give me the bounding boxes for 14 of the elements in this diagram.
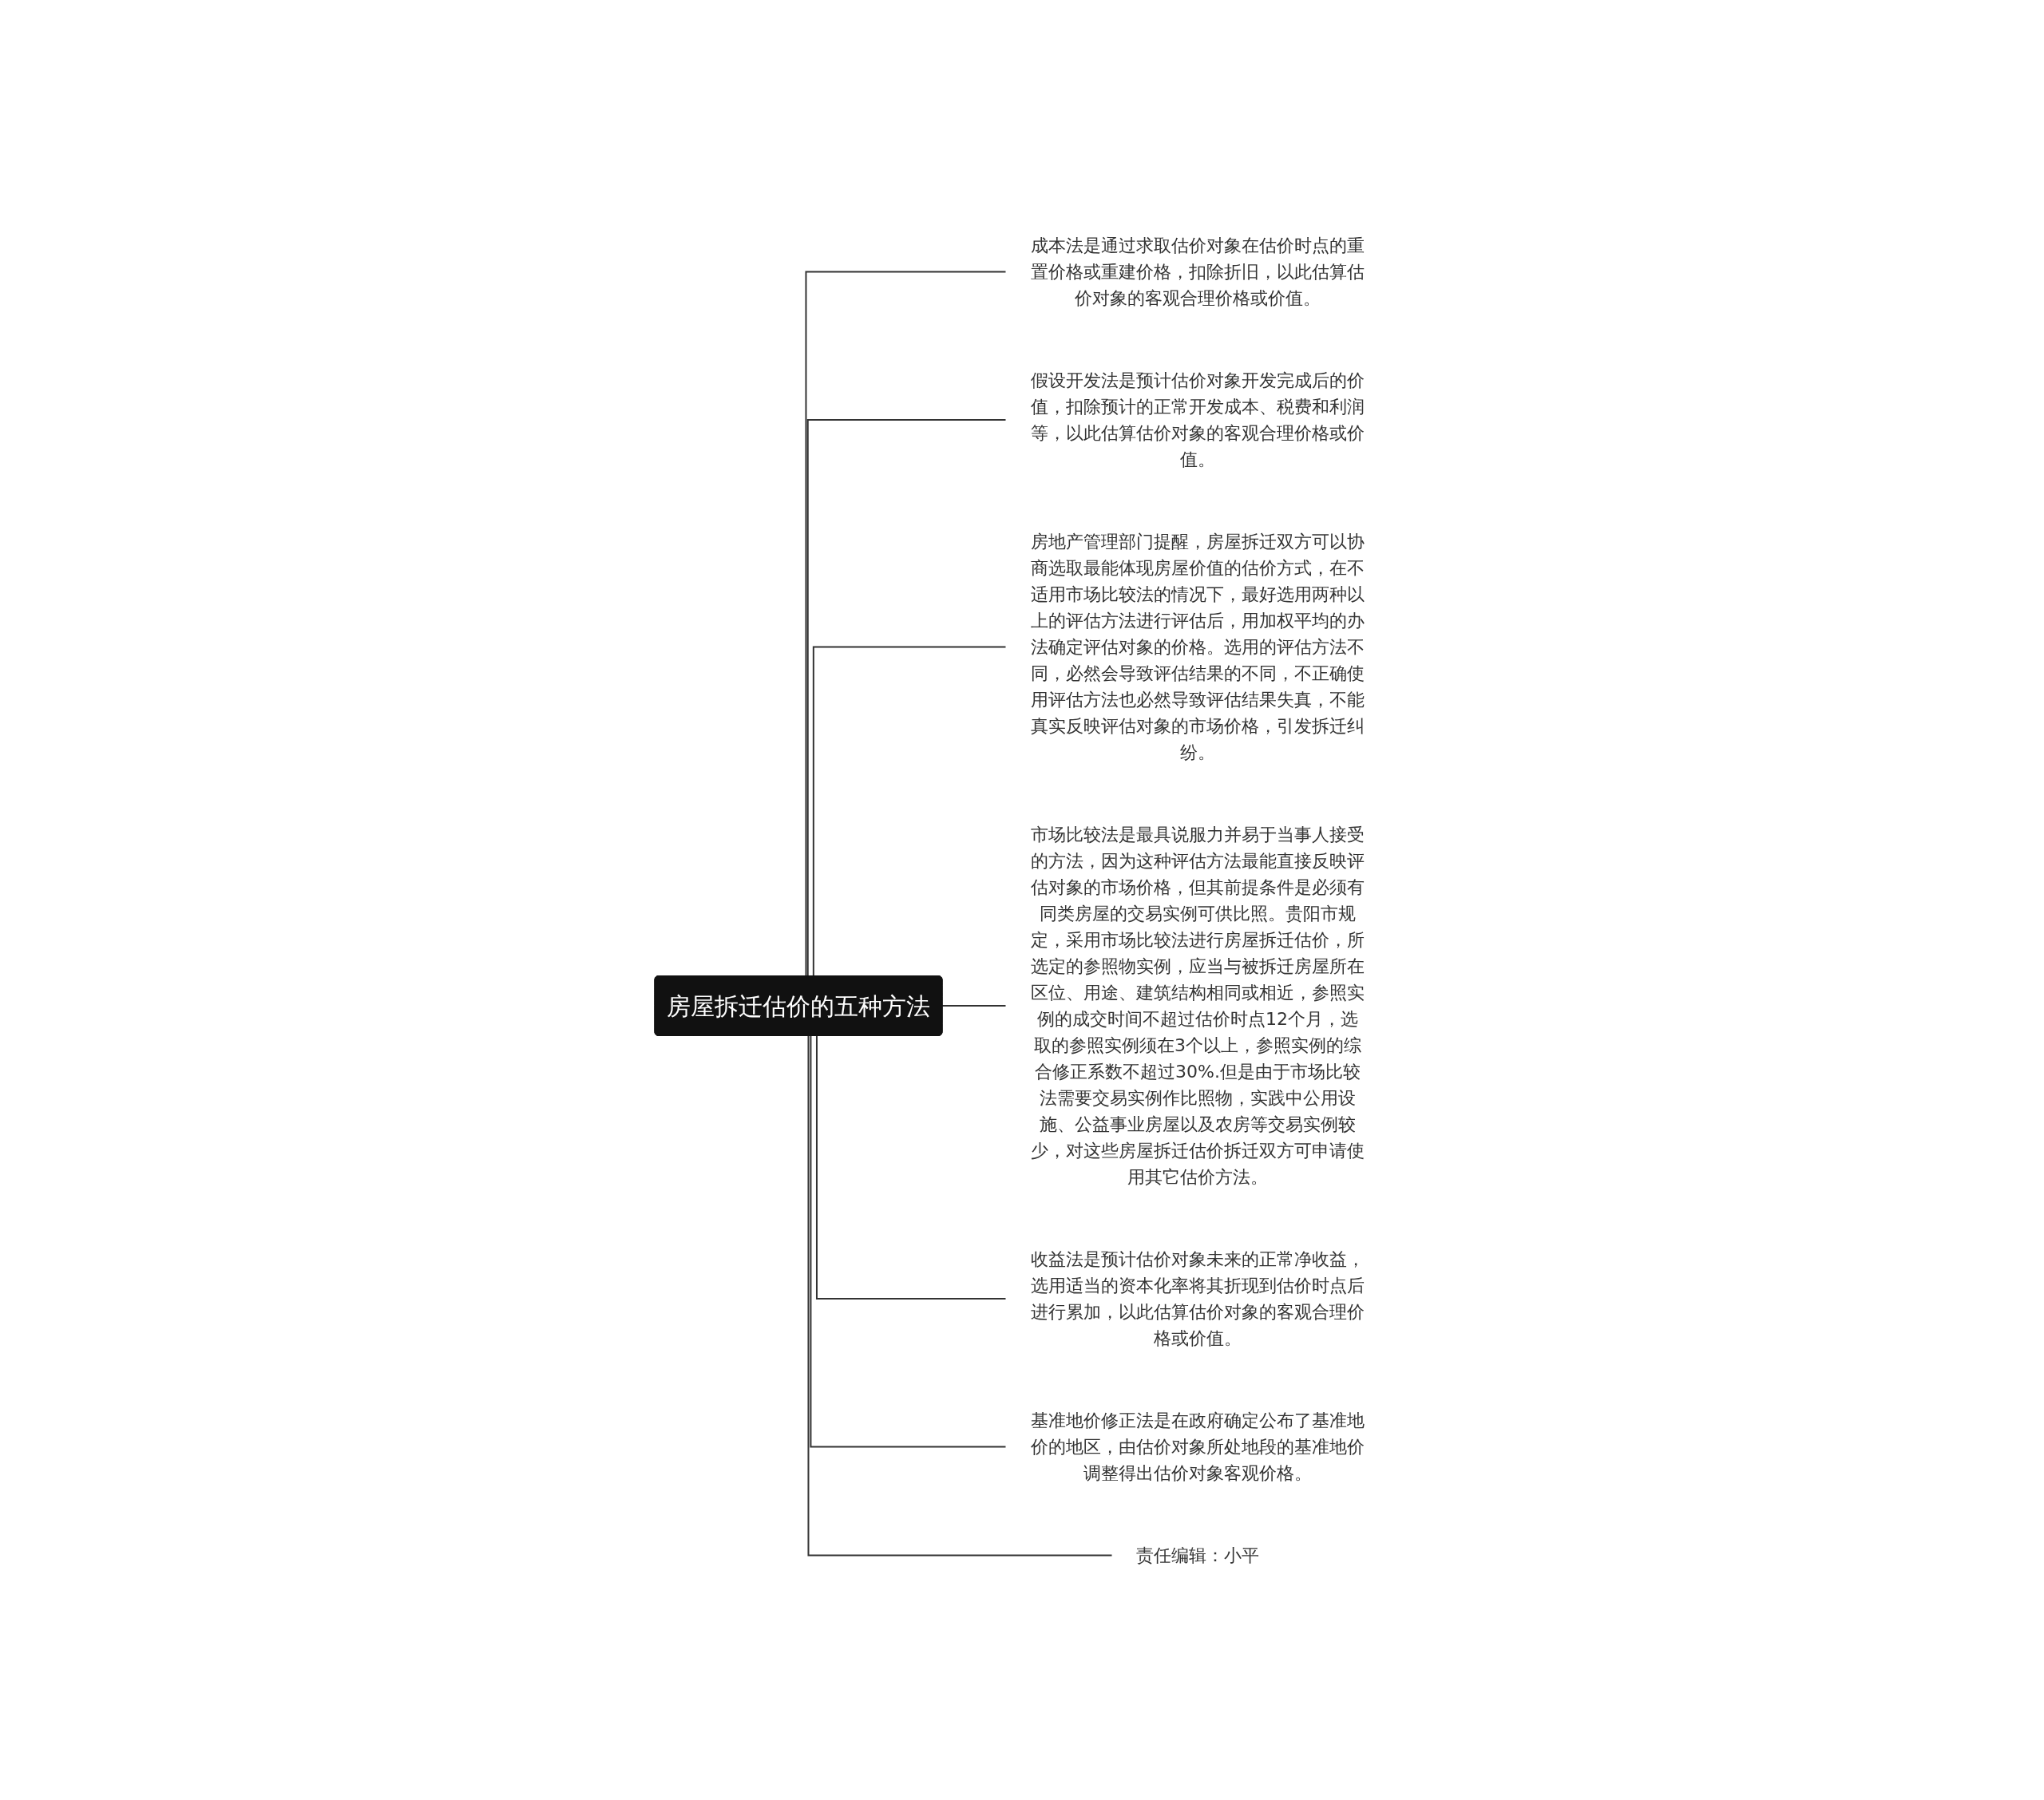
connector	[941, 1004, 1007, 1007]
node-text: 成本法是通过求取估价对象在估价时点的重置价格或重建价格，扣除折旧，以此估算估价对象的客观合理价格或价值。	[1031, 235, 1365, 308]
connector	[805, 271, 1007, 977]
node-text: 基准地价修正法是在政府确定公布了基准地价的地区，由估价对象所处地段的基准地价调整得出估价对象客观价格。	[1031, 1410, 1365, 1483]
connector	[810, 1035, 1007, 1447]
node-text: 假设开发法是预计估价对象开发完成后的价值，扣除预计的正常开发成本、税费和利润等，以此估算估价对象的客观合理价格或价值。	[1031, 370, 1365, 469]
node-text: 市场比较法是最具说服力并易于当事人接受的方法，因为这种评估方法最能直接反映评估对象的市场价格，但其前提条件是必须有同类房屋的交易实例可供比照。贵阳市规定，采用市场比较法进行房屋拆迁估价，所选定的参照物实例，应当与被拆迁房屋所在区位、用途、建筑结构相同或相近，参照实例的成交时间不超过估价时点12个月，选取的参照实例须在3个以上，参照实例的综合修正系数不超过30%.但是由于市场比较法需要交易实例作比照物，实践中公用设施、公益事业房屋以及农房等交易实例较少，对这些房屋拆迁估价拆迁双方可申请使用其它估价方法。	[1031, 824, 1365, 1187]
node-text: 责任编辑：小平	[1136, 1545, 1259, 1565]
connector	[806, 418, 1007, 977]
connector	[816, 1035, 1007, 1300]
connector	[812, 646, 1007, 977]
connector	[807, 1035, 1113, 1556]
node-text: 房地产管理部门提醒，房屋拆迁双方可以协商选取最能体现房屋价值的估价方式，在不适用市场比较法的情况下，最好选用两种以上的评估方法进行评估后，用加权平均的办法确定评估对象的价格。选用的评估方法不同，必然会导致评估结果的不同，不正确使用评估方法也必然导致评估结果失真，不能真实反映评估对象的市场价格，引发拆迁纠纷。	[1031, 531, 1365, 762]
node-text: 收益法是预计估价对象未来的正常净收益，选用适当的资本化率将其折现到估价时点后进行累加，以此估算估价对象的客观合理价格或价值。	[1031, 1248, 1365, 1348]
